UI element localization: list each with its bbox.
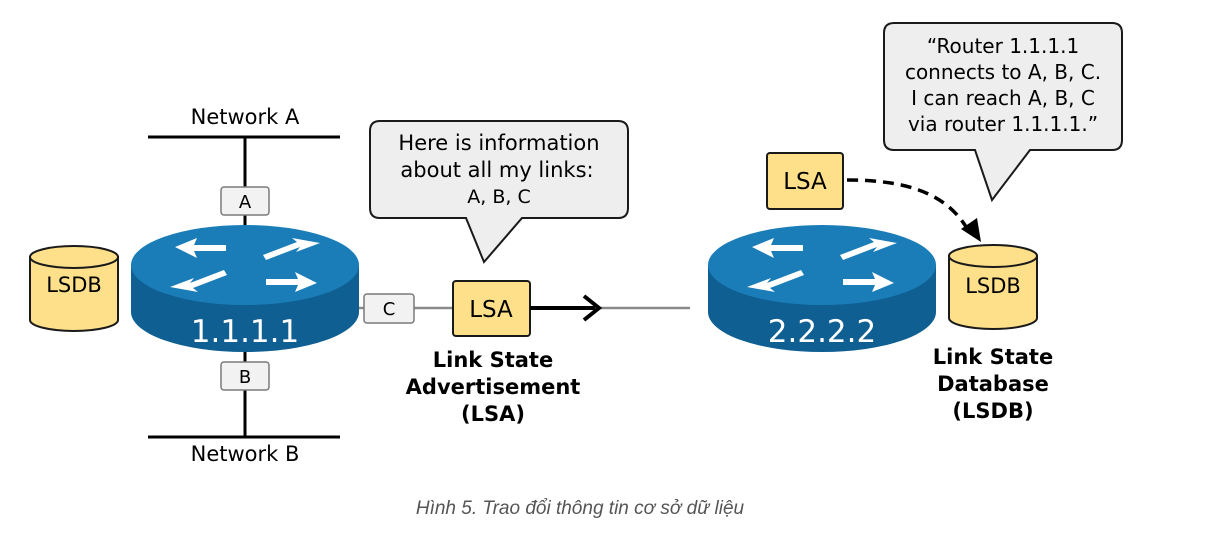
lsa-caption-line-3: (LSA) xyxy=(461,402,525,426)
lsdb-1-label: LSDB xyxy=(46,273,102,297)
speech-bubble-left: Here is information about all my links: … xyxy=(369,120,629,264)
port-a-label: A xyxy=(239,192,252,213)
router-icon xyxy=(747,238,897,292)
router-2: 2.2.2.2 xyxy=(708,225,936,352)
port-c: C xyxy=(363,293,415,324)
network-b-label: Network B xyxy=(191,442,300,466)
speech-bubble-right: “Router 1.1.1.1 connects to A, B, C. I c… xyxy=(883,22,1123,203)
lsdb-cylinder-2: LSDB xyxy=(948,244,1038,330)
lsdb-2-label: LSDB xyxy=(965,274,1021,298)
lsdb-cylinder-1: LSDB xyxy=(29,245,119,332)
network-a-label: Network A xyxy=(191,105,300,129)
lsdb-caption: Link State Database (LSDB) xyxy=(933,345,1053,423)
port-b-label: B xyxy=(239,367,251,388)
lsa-store-arrow xyxy=(846,178,970,231)
lsa-box-2-label: LSA xyxy=(783,169,827,195)
router-1: 1.1.1.1 xyxy=(131,225,359,352)
port-b: B xyxy=(220,361,270,391)
lsa-box-1-label: LSA xyxy=(469,297,513,323)
lsdb-caption-line-3: (LSDB) xyxy=(952,399,1033,423)
lsa-caption: Link State Advertisement (LSA) xyxy=(406,348,581,426)
lsa-caption-line-2: Advertisement xyxy=(406,375,581,399)
dashed-arrow-head-icon xyxy=(961,218,981,242)
bubble-left-line-2: about all my links: xyxy=(400,158,593,182)
router-2-name: 2.2.2.2 xyxy=(768,314,876,350)
port-a: A xyxy=(220,186,270,216)
arrow-head-icon xyxy=(582,294,603,322)
router-icon xyxy=(170,238,320,292)
lsdb-caption-line-1: Link State xyxy=(933,345,1053,369)
figure-caption: Hình 5. Trao đổi thông tin cơ sở dữ liệu xyxy=(415,498,745,519)
lsa-box-2: LSA xyxy=(766,152,844,210)
bubble-right-line-2: connects to A, B, C. xyxy=(905,60,1101,84)
bubble-right-line-3: I can reach A, B, C xyxy=(911,86,1095,110)
lsdb-caption-line-2: Database xyxy=(937,372,1049,396)
lsa-caption-line-1: Link State xyxy=(433,348,553,372)
bubble-right-line-1: “Router 1.1.1.1 xyxy=(927,34,1079,58)
port-c-label: C xyxy=(383,299,396,320)
bubble-left-line-3: A, B, C xyxy=(467,186,530,208)
bubble-left-line-1: Here is information xyxy=(398,131,599,155)
lsa-box-1: LSA xyxy=(452,280,531,337)
bubble-right-line-4: via router 1.1.1.1.” xyxy=(908,112,1098,136)
router-1-name: 1.1.1.1 xyxy=(191,314,299,350)
